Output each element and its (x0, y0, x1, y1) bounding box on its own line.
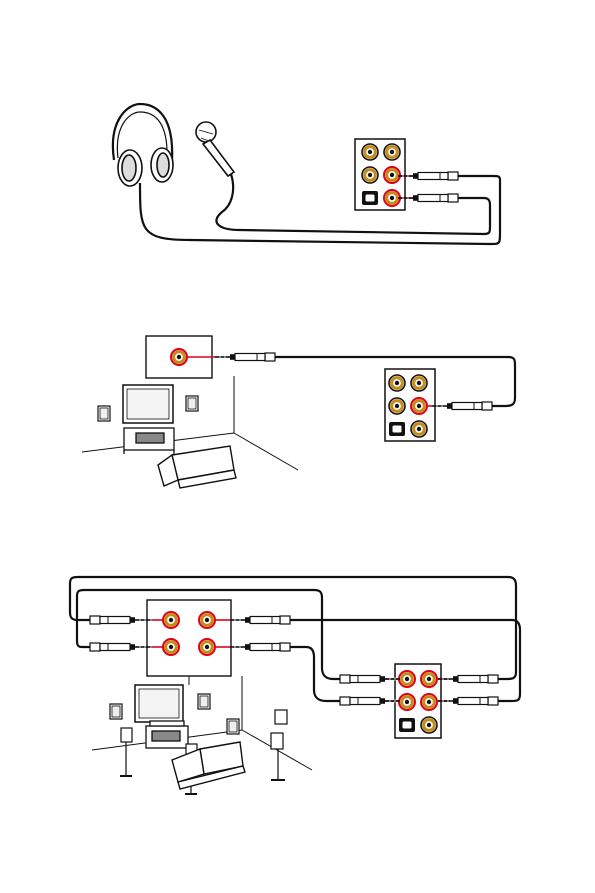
audio-plug-icon (438, 675, 498, 683)
speaker-icon (198, 694, 210, 709)
diagram-multichannel-speakers (70, 577, 520, 794)
speaker-icon (110, 704, 122, 719)
av-receiver-icon (124, 428, 174, 454)
microphone-icon (196, 122, 234, 176)
av-receiver-icon (146, 721, 188, 748)
audio-jack-panel-icon (147, 600, 231, 676)
audio-jack-panel-icon (355, 139, 405, 210)
headphones-icon (113, 104, 173, 186)
audio-plug-icon (90, 616, 150, 624)
sofa-icon (158, 446, 236, 488)
audio-plug-icon (340, 675, 400, 683)
television-icon (123, 385, 173, 423)
sofa-icon (172, 742, 245, 789)
audio-plug-icon (432, 402, 492, 410)
diagram-headphone-microphone (113, 104, 500, 244)
audio-jack-panel-icon (395, 664, 441, 738)
floor-speaker-icon (271, 710, 287, 780)
audio-plug-icon (230, 643, 290, 651)
audio-plug-icon (230, 616, 290, 624)
television-icon (135, 685, 183, 722)
audio-plug-icon (215, 353, 275, 361)
speaker-icon (186, 396, 198, 411)
audio-plug-icon (340, 697, 400, 705)
diagram-stereo-speakers (82, 336, 515, 488)
audio-plug-icon (90, 643, 150, 651)
audio-plug-icon (398, 172, 458, 180)
speaker-icon (227, 719, 239, 734)
audio-plug-icon (438, 697, 498, 705)
speaker-cables (70, 577, 520, 701)
audio-plug-icon (398, 194, 458, 202)
floor-speaker-icon (120, 728, 132, 776)
microphone-cable (216, 174, 490, 234)
audio-jack-panel-icon (385, 369, 435, 441)
speaker-icon (98, 406, 110, 421)
